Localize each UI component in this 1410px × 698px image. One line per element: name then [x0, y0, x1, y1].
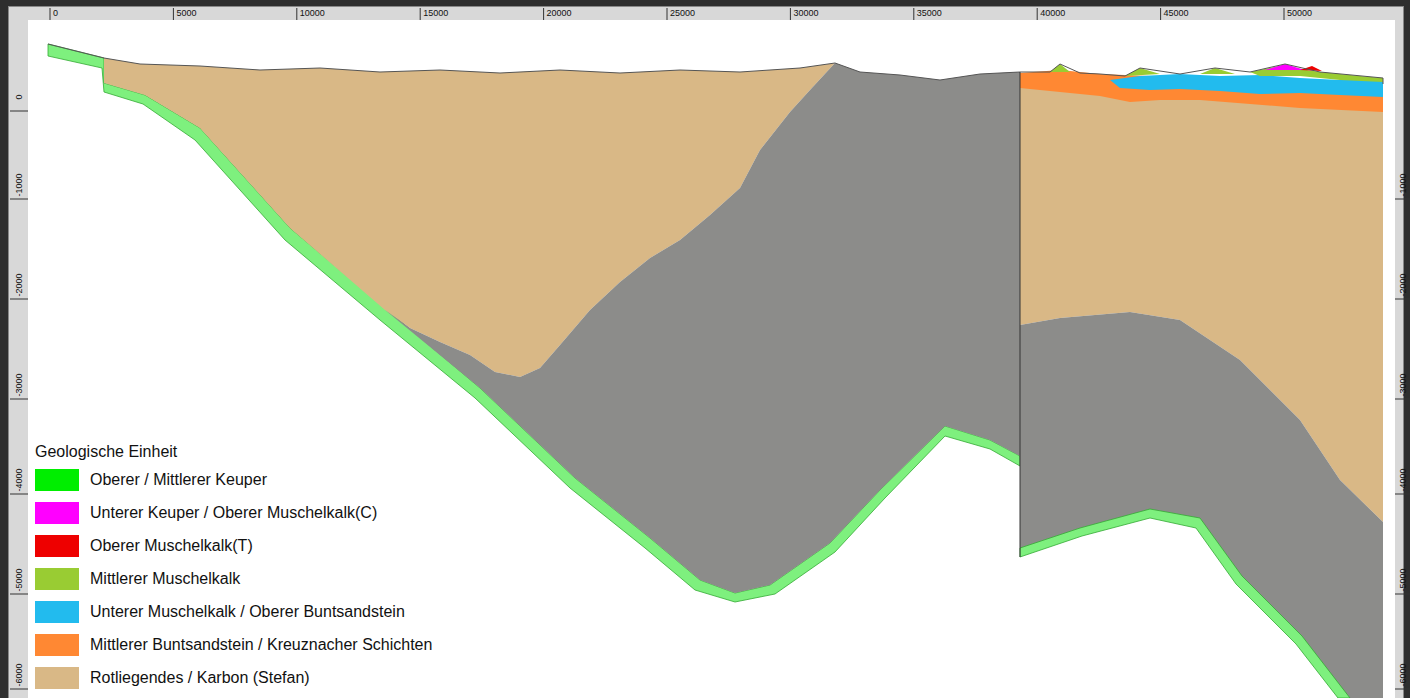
axis-tick-label: -6000 — [1398, 663, 1408, 686]
axis-tick-label: -2000 — [14, 273, 24, 296]
tick-mark — [296, 8, 297, 20]
axis-tick-label: 30000 — [793, 8, 818, 18]
axis-tick-label: 45000 — [1164, 8, 1189, 18]
tick-mark — [1395, 299, 1410, 300]
axis-tick-label: 25000 — [670, 8, 695, 18]
legend-swatch — [35, 469, 79, 491]
legend-text: Unterer Keuper / Oberer Muschelkalk(C) — [90, 503, 377, 523]
tick-mark — [790, 8, 791, 20]
axis-tick-label: -3000 — [14, 373, 24, 396]
tick-mark — [173, 8, 174, 20]
tick-mark — [420, 8, 421, 20]
tick-mark — [667, 8, 668, 20]
tick-mark — [1395, 594, 1410, 595]
tick-mark — [1395, 494, 1410, 495]
tick-mark — [10, 399, 28, 400]
axis-tick-label: 40000 — [1040, 8, 1065, 18]
tick-mark — [10, 494, 28, 495]
axis-tick-label: -5000 — [1398, 568, 1408, 591]
tick-mark — [10, 111, 28, 112]
tick-mark — [1395, 689, 1410, 690]
axis-tick-label: 15000 — [423, 8, 448, 18]
axis-tick-label: -5000 — [14, 568, 24, 591]
keuper-base — [48, 44, 1020, 602]
tick-mark — [50, 8, 51, 20]
axis-tick-label: -4000 — [1398, 468, 1408, 491]
legend-text: Rotliegendes / Karbon (Stefan) — [90, 668, 310, 688]
axis-tick-label: 10000 — [300, 8, 325, 18]
tick-mark — [10, 199, 28, 200]
axis-tick-label: 0 — [14, 94, 24, 99]
tick-mark — [543, 8, 544, 20]
legend-swatch — [35, 634, 79, 656]
tick-mark — [1037, 8, 1038, 20]
legend-text: Oberer Muschelkalk(T) — [90, 536, 253, 556]
legend-text: Mittlerer Muschelkalk — [90, 569, 240, 589]
axis-tick-label: -1000 — [1398, 173, 1408, 196]
legend-swatch — [35, 535, 79, 557]
legend-swatch — [35, 568, 79, 590]
tick-mark — [1395, 399, 1410, 400]
legend-swatch — [35, 502, 79, 524]
legend-swatch — [35, 601, 79, 623]
legend-title: Geologische Einheit — [35, 443, 177, 461]
tick-mark — [1284, 8, 1285, 20]
karbon-grey-right — [1020, 312, 1383, 698]
axis-tick-label: -6000 — [14, 663, 24, 686]
tick-mark — [10, 299, 28, 300]
axis-tick-label: 50000 — [1287, 8, 1312, 18]
axis-tick-label: 5000 — [176, 8, 196, 18]
tick-mark — [1160, 8, 1161, 20]
karbon-grey — [385, 63, 1020, 593]
axis-tick-label: -3000 — [1398, 373, 1408, 396]
legend-text: Unterer Muschelkalk / Oberer Buntsandste… — [90, 602, 405, 622]
tick-mark — [10, 689, 28, 690]
axis-tick-label: -2000 — [1398, 273, 1408, 296]
legend-text: Oberer / Mittlerer Keuper — [90, 470, 267, 490]
tick-mark — [913, 8, 914, 20]
tick-mark — [1395, 199, 1410, 200]
legend-swatch — [35, 667, 79, 689]
axis-tick-label: 20000 — [547, 8, 572, 18]
legend-text: Mittlerer Buntsandstein / Kreuznacher Sc… — [90, 635, 432, 655]
axis-tick-label: -1000 — [14, 173, 24, 196]
keuper-base-right — [1020, 509, 1350, 698]
axis-tick-label: 0 — [53, 8, 58, 18]
tick-mark — [10, 594, 28, 595]
axis-tick-label: -4000 — [14, 468, 24, 491]
axis-tick-label: 35000 — [917, 8, 942, 18]
